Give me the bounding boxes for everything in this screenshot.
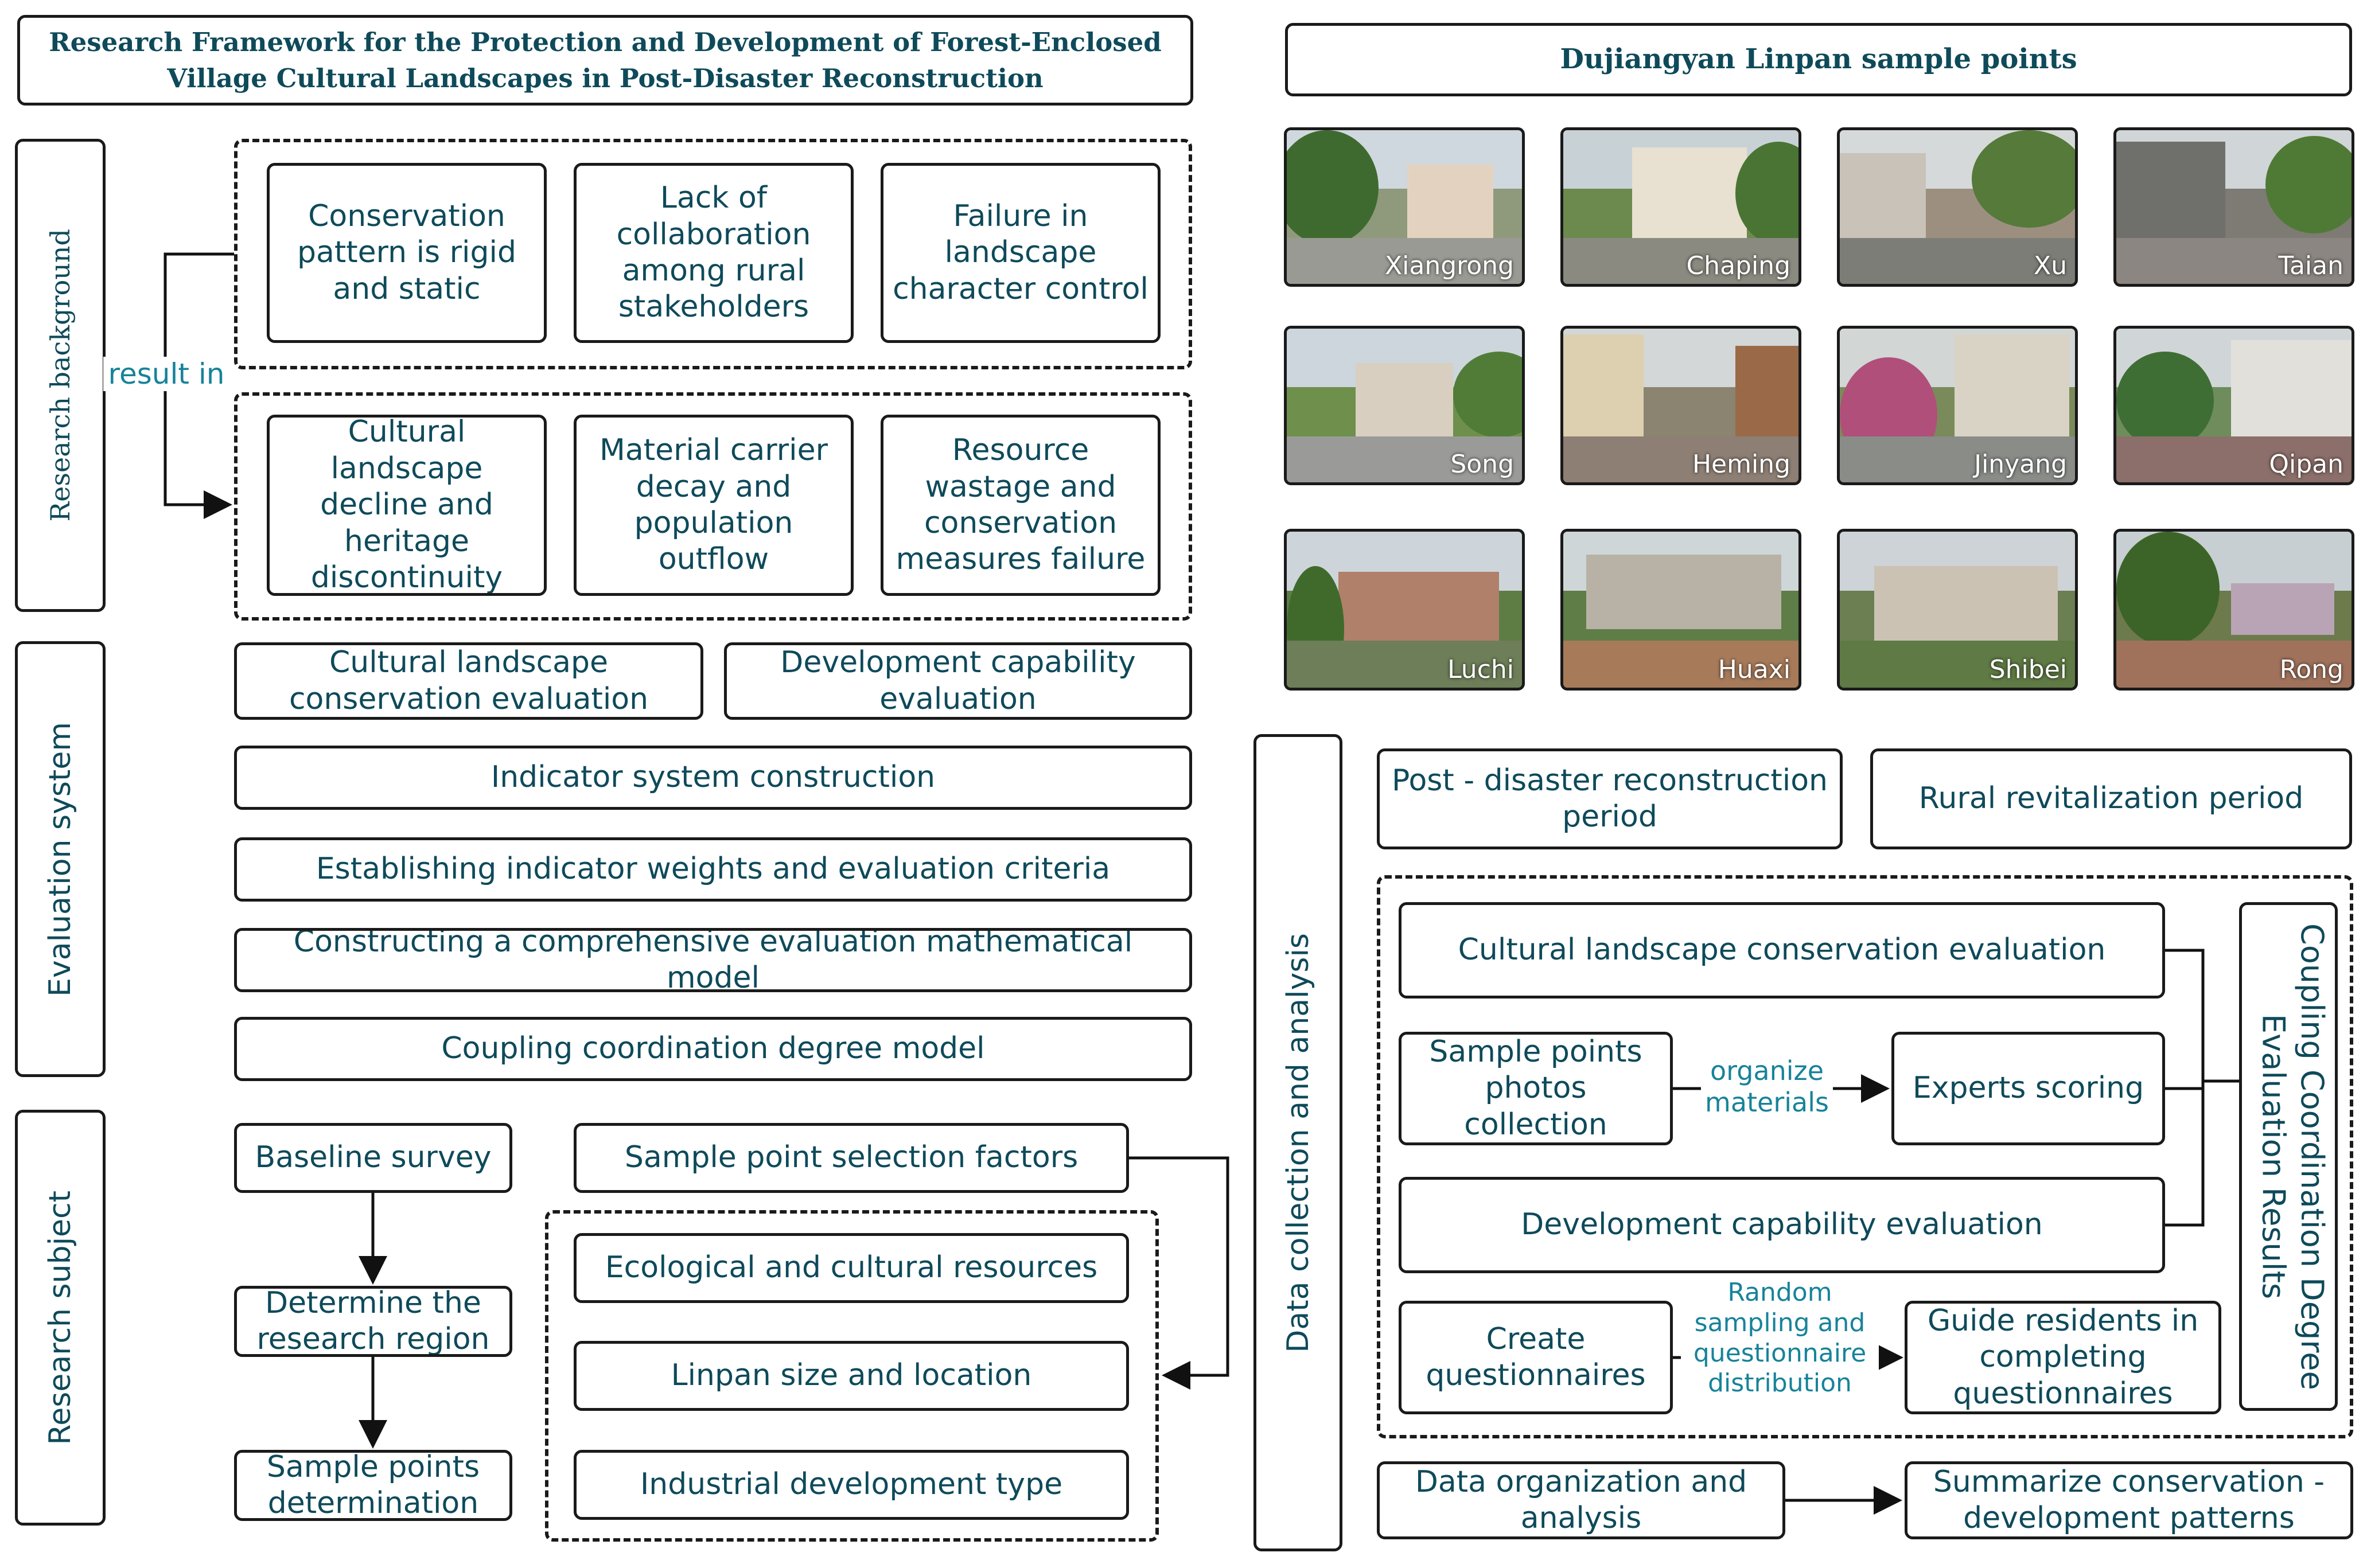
main-title: Research Framework for the Protection an… [17, 15, 1193, 106]
summarize-patterns: Summarize conservation - development pat… [1905, 1461, 2353, 1539]
experts-scoring: Experts scoring [1891, 1032, 2165, 1145]
evaluation-step: Coupling coordination degree model [234, 1017, 1192, 1081]
evaluation-step: Indicator system construction [234, 746, 1192, 810]
development-capability-evaluation-data: Development capability evaluation [1399, 1177, 2165, 1273]
sample-photo: Heming [1560, 326, 1801, 485]
random-sampling-text: Random sampling and questionnaire distri… [1681, 1278, 1879, 1399]
photos-collection: Sample points photos collection [1399, 1032, 1673, 1145]
factor-box: Industrial development type [574, 1450, 1129, 1520]
evaluation-step: Constructing a comprehensive evaluation … [234, 928, 1192, 992]
rural-revitalization-period: Rural revitalization period [1870, 748, 2352, 849]
create-questionnaires: Create questionnaires [1399, 1301, 1673, 1414]
post-disaster-period: Post - disaster reconstruction period [1377, 748, 1843, 849]
factor-box: Ecological and cultural resources [574, 1233, 1129, 1303]
result-in-text: result in [103, 357, 229, 391]
organize-materials-text: organize materials [1705, 1055, 1829, 1118]
development-capability-evaluation: Development capability evaluation [724, 642, 1192, 720]
evaluation-step: Establishing indicator weights and evalu… [234, 837, 1192, 902]
sample-photo: Huaxi [1560, 529, 1801, 691]
factors-arrow [1129, 1156, 1229, 1390]
result-box: Resource wastage and conservation measur… [881, 415, 1161, 596]
baseline-survey: Baseline survey [234, 1123, 512, 1193]
sample-photo: Chaping [1560, 127, 1801, 287]
sample-photo: Shibei [1837, 529, 2078, 691]
sample-photo: Luchi [1284, 529, 1525, 691]
factor-box: Linpan size and location [574, 1341, 1129, 1411]
result-box: Cultural landscape decline and heritage … [267, 415, 547, 596]
sample-photo: Song [1284, 326, 1525, 485]
sample-points-title: Dujiangyan Linpan sample points [1285, 23, 2352, 96]
analysis-group [1377, 875, 2353, 1438]
sample-photo: Rong [2113, 529, 2354, 691]
section-data-collection: Data collection and analysis [1253, 734, 1342, 1551]
problem-box: Conservation pattern is rigid and static [267, 163, 547, 343]
cultural-conservation-evaluation: Cultural landscape conservation evaluati… [234, 642, 703, 720]
data-organization: Data organization and analysis [1377, 1461, 1785, 1539]
sample-photo: Xiangrong [1284, 127, 1525, 287]
organize-materials-label-bg [1701, 1056, 1833, 1122]
sample-photo: Qipan [2113, 326, 2354, 485]
selection-factors: Sample point selection factors [574, 1123, 1129, 1193]
problem-box: Lack of collaboration among rural stakeh… [574, 163, 854, 343]
results-group [234, 392, 1192, 621]
result-box: Material carrier decay and population ou… [574, 415, 854, 596]
research-region: Determine the research region [234, 1286, 512, 1357]
coupling-results: Coupling Coordination Degree Evaluation … [2239, 902, 2338, 1411]
section-research-subject: Research subject [15, 1110, 106, 1526]
problems-group [234, 139, 1192, 369]
section-evaluation-system: Evaluation system [15, 641, 106, 1077]
guide-residents: Guide residents in completing questionna… [1905, 1301, 2221, 1414]
sample-photo: Taian [2113, 127, 2354, 287]
sample-points-determination: Sample points determination [234, 1450, 512, 1521]
factors-group [545, 1210, 1159, 1542]
sample-photo: Xu [1837, 127, 2078, 287]
cultural-conservation-evaluation-data: Cultural landscape conservation evaluati… [1399, 902, 2165, 998]
problem-box: Failure in landscape character control [881, 163, 1161, 343]
sample-photo: Jinyang [1837, 326, 2078, 485]
